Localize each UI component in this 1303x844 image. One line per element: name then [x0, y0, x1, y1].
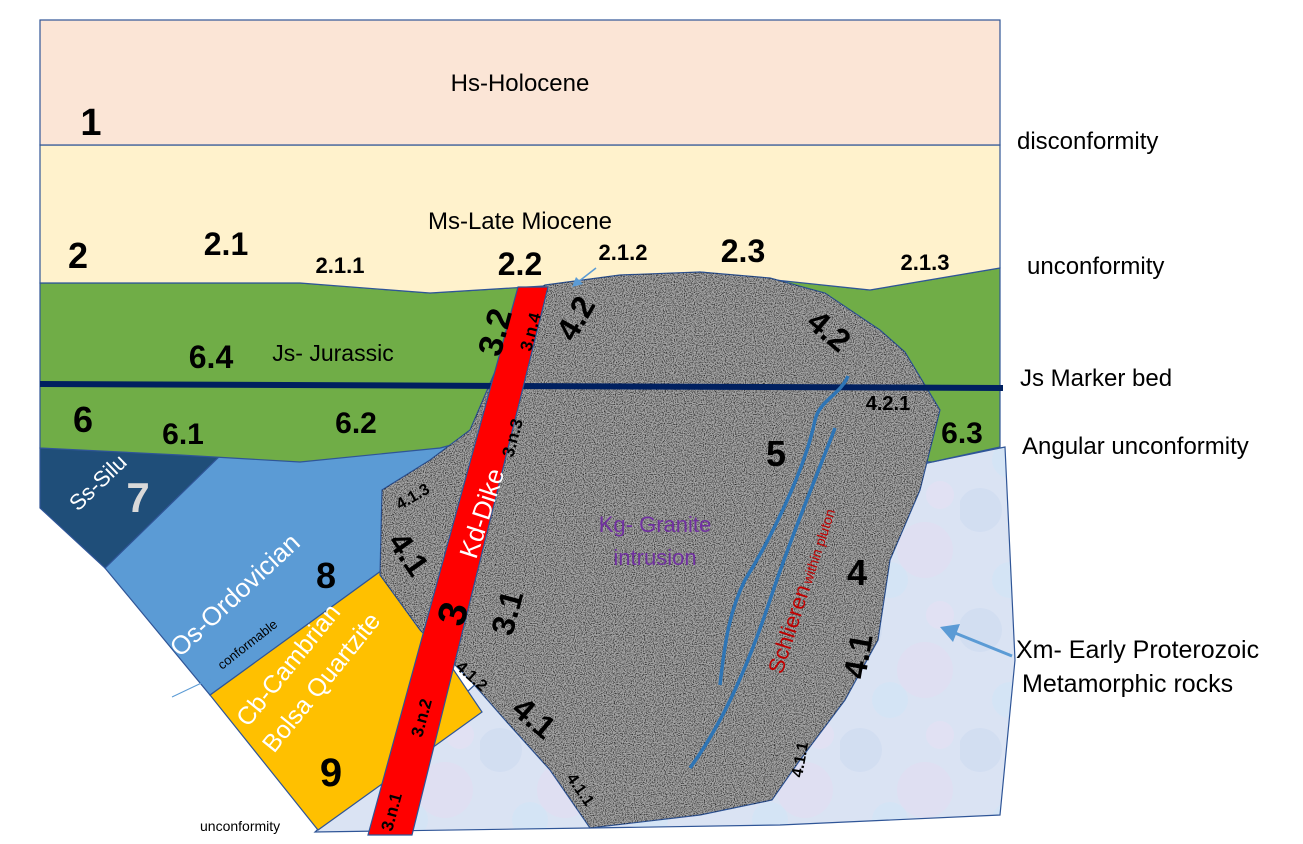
label-2-3: 2.3	[721, 233, 765, 269]
label-1: 1	[80, 102, 101, 144]
label-6-1: 6.1	[162, 418, 204, 451]
js-marker-bed-label: Js Marker bed	[1020, 365, 1173, 392]
label-6: 6	[73, 399, 93, 440]
granite-label-2: intrusion	[613, 545, 696, 570]
jurassic-label: Js- Jurassic	[272, 340, 393, 366]
label-2-1-3: 2.1.3	[901, 250, 950, 275]
xm-label-2: Metamorphic rocks	[1022, 670, 1234, 698]
pointer-arrow-line	[577, 267, 597, 283]
label-2-1: 2.1	[204, 226, 248, 262]
holocene-label: Hs-Holocene	[451, 70, 590, 97]
kd-dike	[367, 286, 549, 836]
label-8: 8	[316, 555, 336, 596]
label-2-1-1: 2.1.1	[316, 253, 365, 278]
label-4-1-1-right: 4.1.1	[789, 741, 812, 779]
xm-arrow-line	[954, 631, 1013, 658]
granite-pluton	[379, 271, 941, 829]
label-4-1-right: 4.1	[836, 631, 879, 681]
disconformity-label: disconformity	[1017, 128, 1159, 155]
label-2: 2	[68, 235, 88, 276]
ordovician-extension-line	[171, 677, 213, 698]
schlieren-line-2	[688, 427, 837, 770]
label-2-2: 2.2	[498, 246, 542, 282]
angular-unconformity-label: Angular unconformity	[1022, 433, 1249, 460]
label-6-2: 6.2	[335, 407, 377, 440]
holocene-unit	[39, 19, 1001, 146]
xm-label-1: Xm- Early Proterozoic	[1016, 636, 1260, 664]
label-5: 5	[766, 433, 786, 474]
miocene-label: Ms-Late Miocene	[428, 208, 612, 235]
label-6-3: 6.3	[941, 417, 983, 450]
label-4-2-1: 4.2.1	[866, 393, 910, 415]
label-2-1-2: 2.1.2	[599, 240, 648, 265]
unconformity-label: unconformity	[1027, 253, 1165, 280]
granite-label-1: Kg- Granite	[599, 512, 712, 537]
schlieren-line-1	[718, 375, 850, 686]
unconformity-bottom-label: unconformity	[200, 818, 280, 834]
label-7: 7	[126, 474, 149, 521]
label-9: 9	[320, 751, 342, 795]
label-6-4: 6.4	[189, 339, 234, 375]
pointer-arrow-head	[572, 277, 583, 287]
xm-arrow-head	[940, 624, 960, 642]
label-4: 4	[847, 552, 867, 593]
